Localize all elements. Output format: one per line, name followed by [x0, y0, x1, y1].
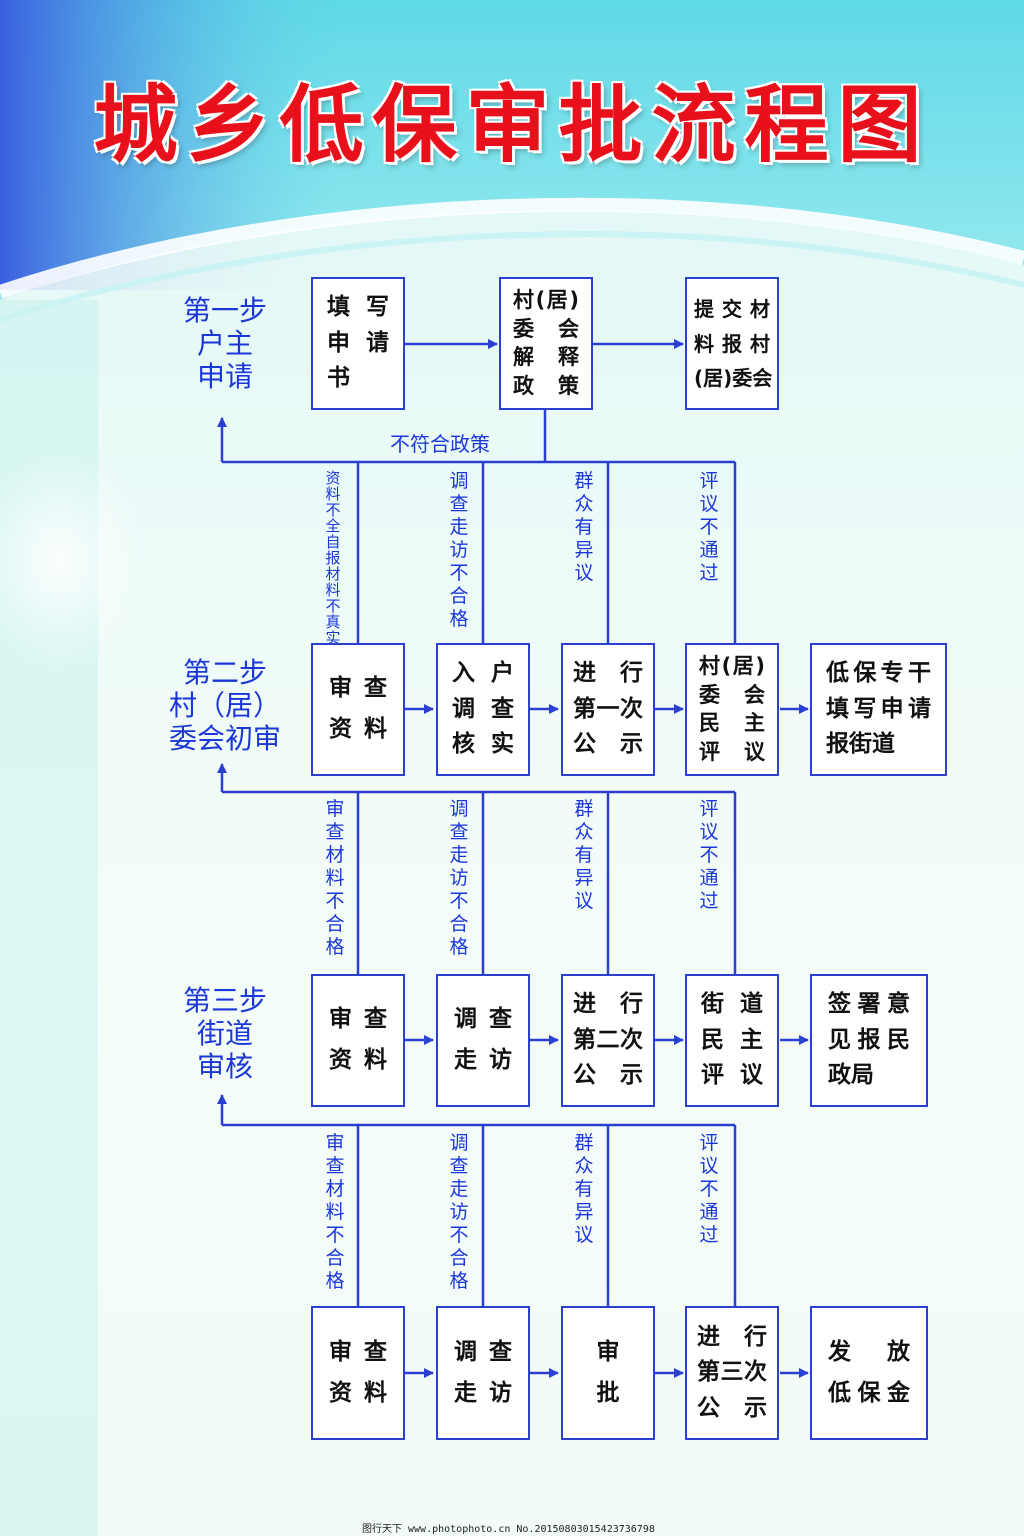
box-fill-application: 填写 申请 书 — [311, 277, 405, 410]
step-3-label: 第三步 街道 审核 — [182, 984, 267, 1083]
box-first-publicity: 进行 第一次 公示 — [561, 643, 655, 776]
label-g1-objection: 群众有异议 — [574, 470, 594, 584]
box-approve: 审 批 — [561, 1306, 655, 1440]
label-g3-materials: 审查材料不合格 — [325, 1132, 345, 1292]
box-committee-review: 村(居) 委会 民主 评议 — [685, 643, 779, 776]
label-g3-visit: 调查走访不合格 — [449, 1132, 469, 1292]
label-g1-visit: 调查走访不合格 — [449, 470, 469, 630]
box-review-materials-3: 审查 资料 — [311, 1306, 405, 1440]
label-g3-objection: 群众有异议 — [574, 1132, 594, 1246]
label-g1-materials: 资料不全 自报材料不真实 — [325, 469, 341, 647]
box-explain-policy: 村(居) 委会 解释 政策 — [499, 277, 593, 410]
label-g2-review: 评议不通过 — [699, 798, 719, 912]
label-not-policy: 不符合政策 — [390, 432, 490, 456]
box-street-review: 街道 民主 评议 — [685, 974, 779, 1107]
box-issue-allowance: 发放 低保金 — [810, 1306, 928, 1440]
label-g2-objection: 群众有异议 — [574, 798, 594, 912]
box-third-publicity: 进行 第三次 公示 — [685, 1306, 779, 1440]
box-second-publicity: 进行 第二次 公示 — [561, 974, 655, 1107]
box-home-visit: 入户 调查 核实 — [436, 643, 530, 776]
label-g1-review: 评议不通过 — [699, 470, 719, 584]
box-investigate-visit-2: 调查 走访 — [436, 974, 530, 1107]
watermark-footer: 图行天下 www.photophoto.cn No.20150803015423… — [362, 1524, 655, 1535]
step-2-label: 第二步 村（居） 委会初审 — [168, 656, 281, 755]
box-review-materials-2: 审查 资料 — [311, 974, 405, 1107]
box-investigate-visit-3: 调查 走访 — [436, 1306, 530, 1440]
box-review-materials-1: 审查 资料 — [311, 643, 405, 776]
label-g2-visit: 调查走访不合格 — [449, 798, 469, 958]
label-g3-review: 评议不通过 — [699, 1132, 719, 1246]
box-sign-opinion: 签署意 见报民 政局 — [810, 974, 928, 1107]
label-g2-materials: 审查材料不合格 — [325, 798, 345, 958]
page-title: 城乡低保审批流程图 — [93, 76, 931, 174]
box-report-street: 低保专干 填写申请 报街道 — [810, 643, 947, 776]
step-1-label: 第一步 户主 申请 — [182, 294, 267, 393]
box-submit-materials: 提交材 料报村 (居)委会 — [685, 277, 779, 410]
